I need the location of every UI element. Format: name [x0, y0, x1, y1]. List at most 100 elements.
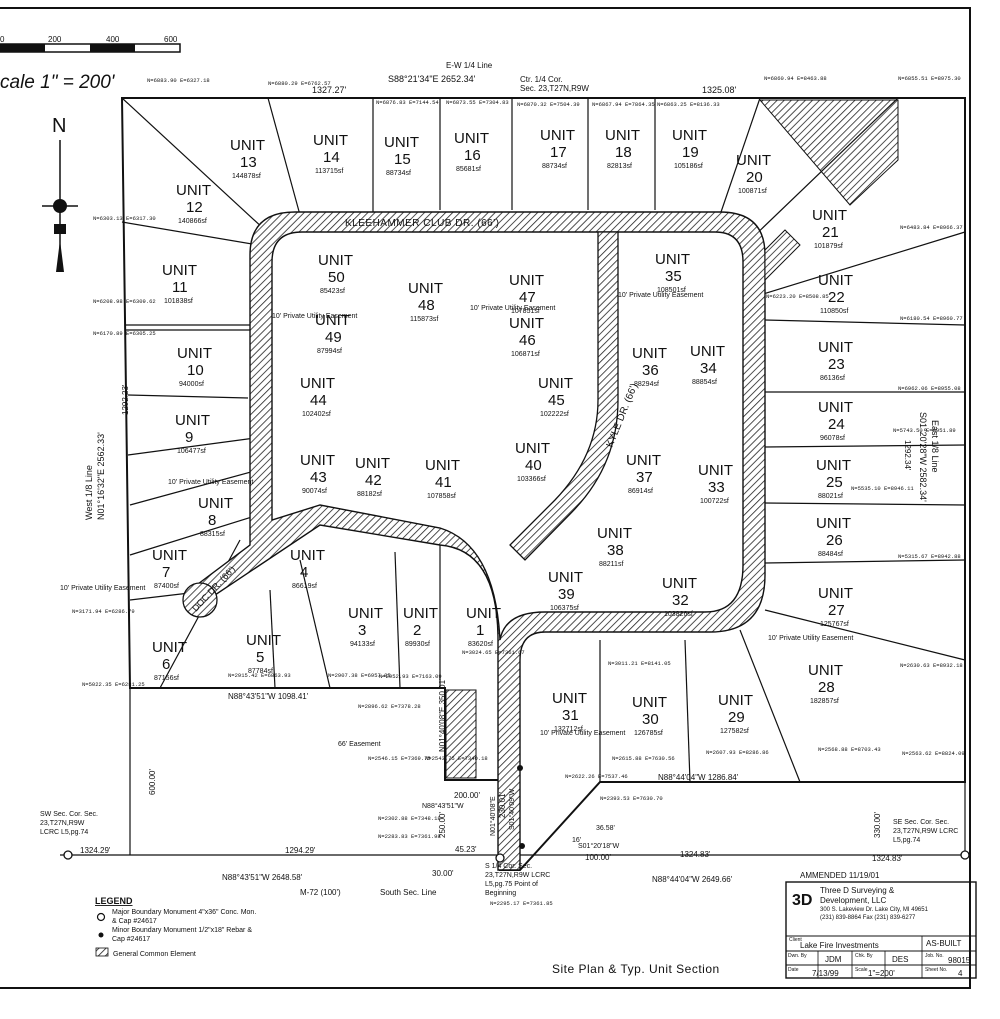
unit-area: 87400sf	[154, 583, 179, 590]
distance-1324a: 1324.29'	[80, 846, 111, 855]
firm-address: 300 S. Lakeview Dr. Lake City, MI 49651	[820, 907, 928, 913]
unit-name: UNIT	[152, 547, 187, 564]
unit-number: 9	[185, 429, 193, 446]
unit-number: 12	[186, 199, 203, 216]
minor-monument-icon	[98, 932, 104, 938]
unit-area: 107851sf	[511, 308, 540, 315]
top-right-distance: 1325.08'	[702, 85, 737, 95]
unit-name: UNIT	[315, 312, 350, 329]
amended-note: AMMENDED 11/19/01	[800, 871, 880, 880]
bearing-230: S01°40'09"W	[508, 788, 516, 830]
easement-label: 66' Easement	[338, 741, 381, 748]
unit-area: 88211sf	[599, 561, 623, 568]
unit-area: 113715sf	[315, 168, 343, 175]
plan-status: AS-BUILT	[926, 939, 962, 948]
s14-corner-monument-icon	[495, 853, 505, 863]
distance-230: 230.01'	[498, 792, 507, 818]
coordinate-label: N=5315.67 E=8942.88	[898, 553, 961, 560]
unit-name: UNIT	[425, 457, 460, 474]
firm-phone: (231) 839-8864 Fax (231) 839-6277	[820, 915, 916, 921]
unit-area: 100722sf	[700, 498, 729, 505]
unit-name: UNIT	[246, 632, 281, 649]
unit-name: UNIT	[152, 639, 187, 656]
coordinate-label: N=2896.62 E=7378.28	[358, 703, 421, 710]
firm-logo: 3D	[792, 892, 812, 909]
unit-number: 4	[300, 564, 308, 581]
bearing-n88: N88°43'51"W	[422, 802, 464, 810]
unit-name: UNIT	[177, 345, 212, 362]
unit-number: 2	[413, 622, 421, 639]
unit-name: UNIT	[655, 251, 690, 268]
unit-name: UNIT	[300, 375, 335, 392]
unit-number: 31	[562, 707, 579, 724]
coordinate-label: N=6867.94 E=7864.35	[592, 101, 655, 108]
unit-area: 105186sf	[674, 163, 703, 170]
unit-number: 22	[828, 289, 845, 306]
south-line-label: South Sec. Line	[380, 888, 437, 897]
unit-number: 6	[162, 656, 170, 673]
coordinate-label: N=2630.63 E=8932.18	[900, 662, 963, 669]
scale-tick: 0	[0, 35, 5, 44]
sw-corner-label: SW Sec. Cor. Sec. 23,T27N,R9W LCRC L5,pg…	[40, 811, 98, 836]
unit-name: UNIT	[175, 412, 210, 429]
scale-label-tb: Scale	[855, 967, 868, 973]
ctr-section-label: Sec. 23,T27N,R9W	[520, 84, 589, 93]
easement-label: 10' Private Utility Easement	[168, 479, 253, 486]
sheet-title: Site Plan & Typ. Unit Section	[552, 962, 720, 976]
north-arrow-icon: N	[42, 115, 78, 272]
coordinate-label: N=2915.42 E=6863.93	[228, 672, 291, 679]
unit-number: 40	[525, 457, 542, 474]
east-line-label: East 1/8 Line	[930, 420, 940, 473]
client-label: Client	[789, 937, 802, 943]
unit-name: UNIT	[454, 130, 489, 147]
unit-number: 21	[822, 224, 839, 241]
unit-name: UNIT	[515, 440, 550, 457]
south-bearing-right: N88°44'04"W 2649.66'	[652, 875, 733, 884]
unit-name: UNIT	[552, 690, 587, 707]
unit-name: UNIT	[300, 452, 335, 469]
unit-name: UNIT	[466, 605, 501, 622]
unit-name: UNIT	[230, 137, 265, 154]
unit-number: 7	[162, 564, 170, 581]
unit-name: UNIT	[408, 280, 443, 297]
unit-area: 101838sf	[164, 298, 193, 305]
unit-number: 44	[310, 392, 327, 409]
unit-area: 83620sf	[468, 641, 493, 648]
coordinate-label: N=5743.50 E=8951.89	[893, 427, 956, 434]
coordinate-label: N=2546.15 E=7369.75	[368, 755, 431, 762]
coordinate-label: N=6170.89 E=6305.25	[93, 330, 156, 337]
scale-label: cale 1" = 200'	[0, 72, 116, 93]
top-bearing: S88°21'34"E 2652.34'	[388, 74, 476, 84]
unit-area: 100871sf	[738, 188, 767, 195]
scale-tick: 400	[106, 35, 120, 44]
minor-monument-icon	[519, 843, 525, 849]
unit-area: 103366sf	[517, 476, 546, 483]
west-distance: 1292.23'	[121, 384, 130, 415]
unit-area: 88021sf	[818, 493, 843, 500]
unit-area: 86136sf	[820, 375, 845, 382]
distance-330: 330.00'	[873, 812, 882, 838]
legend-item: General Common Element	[113, 951, 196, 958]
coordinate-label: N=2393.53 E=7630.70	[600, 795, 663, 802]
unit-name: UNIT	[384, 134, 419, 151]
scale-tick: 200	[48, 35, 62, 44]
distance-100: 100.00'	[585, 853, 611, 862]
unit-name: UNIT	[605, 127, 640, 144]
